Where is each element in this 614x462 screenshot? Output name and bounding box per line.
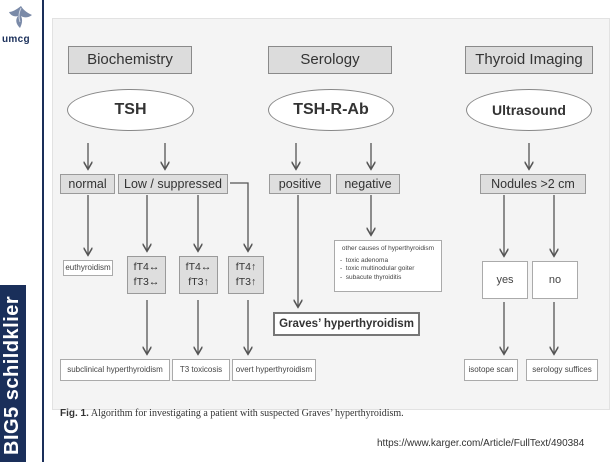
logo-text: umcg <box>2 34 30 45</box>
other-cause-item: - subacute thyroiditis <box>340 273 402 281</box>
umcg-logo-icon <box>9 6 32 28</box>
other-causes-box: other causes of hyperthyroidism - toxic … <box>334 240 442 292</box>
caption-text: Algorithm for investigating a patient wi… <box>90 408 404 419</box>
level-box-2: fT4↔ fT3↑ <box>179 256 218 294</box>
vertical-title: BIG5 schildklier <box>1 295 23 455</box>
result-normal: normal <box>60 174 115 194</box>
header-thyroid-imaging: Thyroid Imaging <box>465 46 593 74</box>
result-positive: positive <box>269 174 331 194</box>
other-cause-item: - toxic multinodular goiter <box>340 265 415 272</box>
level-3-ft3: fT3↑ <box>235 276 257 288</box>
level-2-ft3: fT3↑ <box>188 276 209 288</box>
outcome-serology-suffices: serology suffices <box>526 359 598 381</box>
level-box-3: fT4↑ fT3↑ <box>228 256 264 294</box>
no-box: no <box>532 261 578 299</box>
outcome-subclinical: subclinical hyperthyroidism <box>60 359 170 381</box>
tsh-ellipse: TSH <box>67 89 194 131</box>
source-url[interactable]: https://www.karger.com/Article/FullText/… <box>377 438 585 449</box>
result-negative: negative <box>336 174 400 194</box>
sidebar-band <box>0 285 26 462</box>
outcome-overt: overt hyperthyroidism <box>232 359 316 381</box>
ultrasound-ellipse: Ultrasound <box>466 89 592 131</box>
tsh-r-ab-ellipse: TSH-R-Ab <box>268 89 394 131</box>
euthyroidism-box: euthyroidism <box>63 260 113 276</box>
flowchart-figure <box>52 18 610 410</box>
level-3-ft4: fT4↑ <box>235 261 257 273</box>
result-nodules: Nodules >2 cm <box>480 174 586 194</box>
header-biochemistry: Biochemistry <box>68 46 192 74</box>
outcome-t3-toxicosis: T3 toxicosis <box>172 359 230 381</box>
level-box-1: fT4↔ fT3↔ <box>127 256 166 294</box>
outcome-isotope-scan: isotope scan <box>464 359 518 381</box>
caption-label: Fig. 1. <box>60 408 89 419</box>
other-causes-title: other causes of hyperthyroidism <box>341 245 435 252</box>
yes-box: yes <box>482 261 528 299</box>
result-low-suppressed: Low / suppressed <box>118 174 228 194</box>
level-2-ft4: fT4↔ <box>185 261 212 273</box>
level-1-ft4: fT4↔ <box>133 261 160 273</box>
figure-caption: Fig. 1. Algorithm for investigating a pa… <box>60 408 404 419</box>
level-1-ft3: fT3↔ <box>133 276 160 288</box>
slide-frame <box>42 0 614 462</box>
graves-box: Graves’ hyperthyroidism <box>273 312 420 336</box>
other-cause-item: - toxic adenoma <box>340 256 389 264</box>
header-serology: Serology <box>268 46 392 74</box>
sidebar: umcg BIG5 schildklier <box>0 0 42 462</box>
